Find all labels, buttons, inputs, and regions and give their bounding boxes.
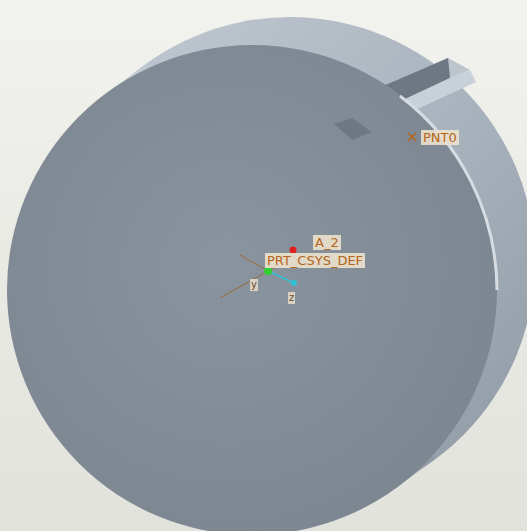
datum-axis-label: A_2	[313, 235, 341, 250]
axis-line	[220, 271, 268, 298]
csys-label: PRT_CSYS_DEF	[265, 253, 365, 268]
rim-highlight	[400, 96, 497, 290]
csys-origin	[264, 267, 272, 275]
axis-label: y	[250, 279, 258, 291]
axis-line	[268, 271, 294, 283]
cylinder-front-face	[7, 45, 497, 531]
axis-label: z	[288, 292, 295, 304]
slot-notch	[334, 118, 372, 140]
point-marker	[408, 133, 416, 141]
axis-point	[291, 280, 297, 286]
axis-line	[240, 255, 268, 271]
datum-point-label: PNT0	[421, 130, 459, 145]
